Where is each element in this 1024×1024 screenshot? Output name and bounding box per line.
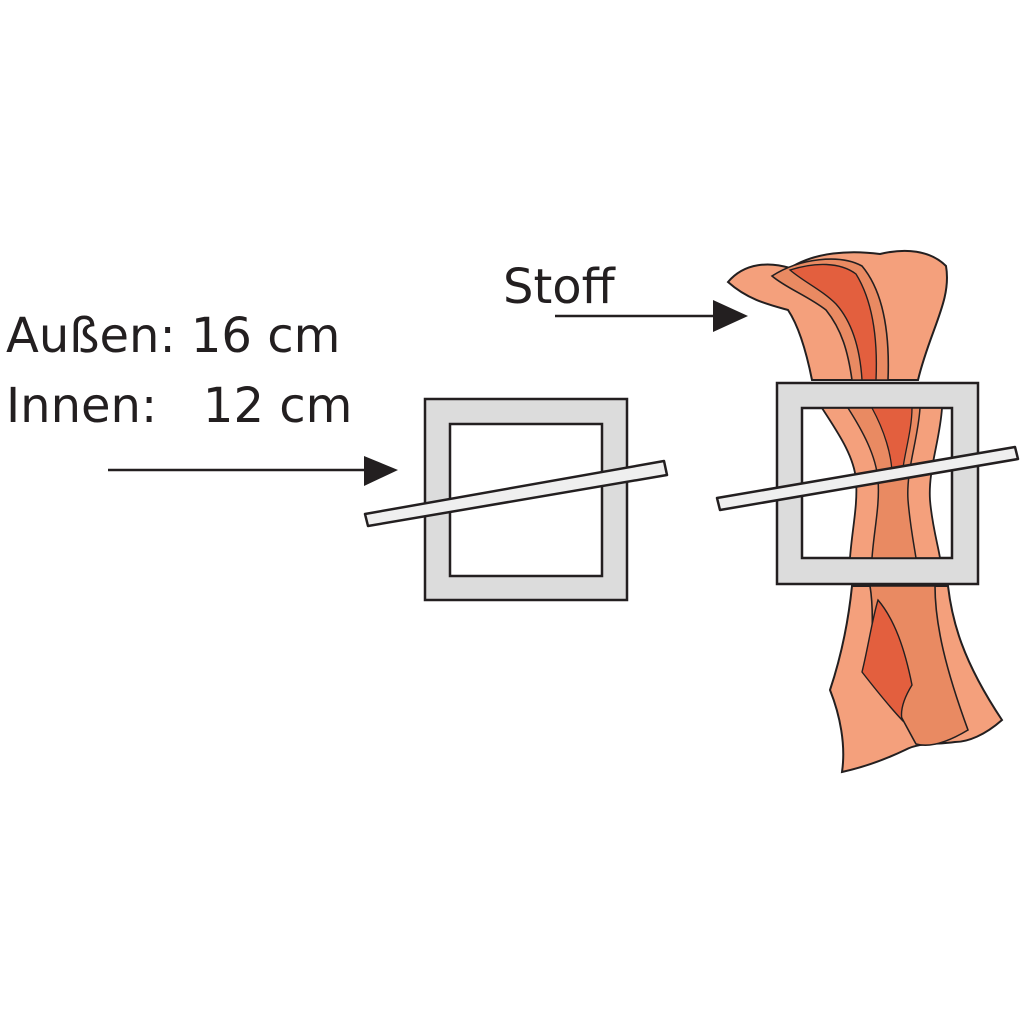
outer-size-label: Außen: 16 cm — [6, 308, 340, 364]
fabric-label: Stoff — [503, 259, 616, 315]
square-buckle-icon — [423, 397, 629, 602]
rod-icon — [363, 459, 669, 528]
rod-icon — [715, 445, 1020, 512]
inner-size-label: Innen: 12 cm — [6, 378, 352, 434]
arrow-right-icon — [108, 456, 398, 486]
arrow-right-icon — [555, 300, 748, 332]
